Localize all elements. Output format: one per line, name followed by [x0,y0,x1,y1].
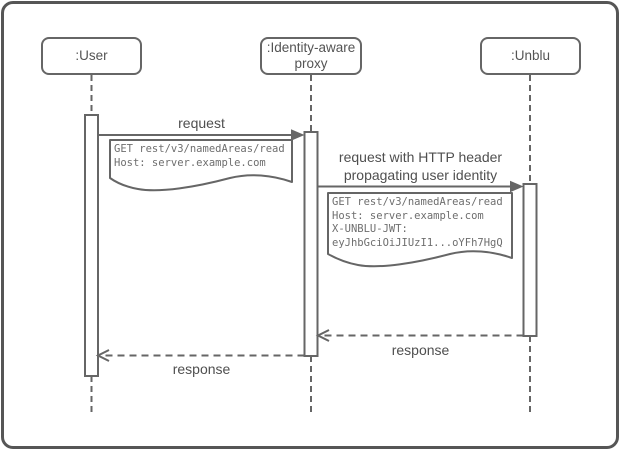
note-text-request: GET rest/v3/namedAreas/read Host: server… [114,143,285,169]
activation-bar-user [84,114,99,377]
actor-box-user: :User [41,37,142,75]
activation-bar-proxy [303,131,319,357]
message-label-request-with-header: request with HTTP header propagating use… [338,149,503,183]
arrowhead-open-left-icon [95,349,110,362]
message-label-request: request [178,115,225,131]
message-label-response-unblu: response [391,342,450,358]
arrowhead-open-left-icon [315,329,330,342]
activation-bar-unblu [522,183,538,337]
note-shape-request-with-jwt [327,192,513,268]
actor-box-identity-aware-proxy: :Identity-aware proxy [260,37,362,75]
arrowhead-solid-right-icon [291,129,305,141]
message-label-response-proxy: response [172,361,231,377]
actor-box-unblu: :Unblu [480,37,581,75]
arrowhead-solid-right-icon [510,180,524,193]
note-shape-request [109,139,293,192]
note-text-request-with-jwt: GET rest/v3/namedAreas/read Host: server… [332,196,503,249]
